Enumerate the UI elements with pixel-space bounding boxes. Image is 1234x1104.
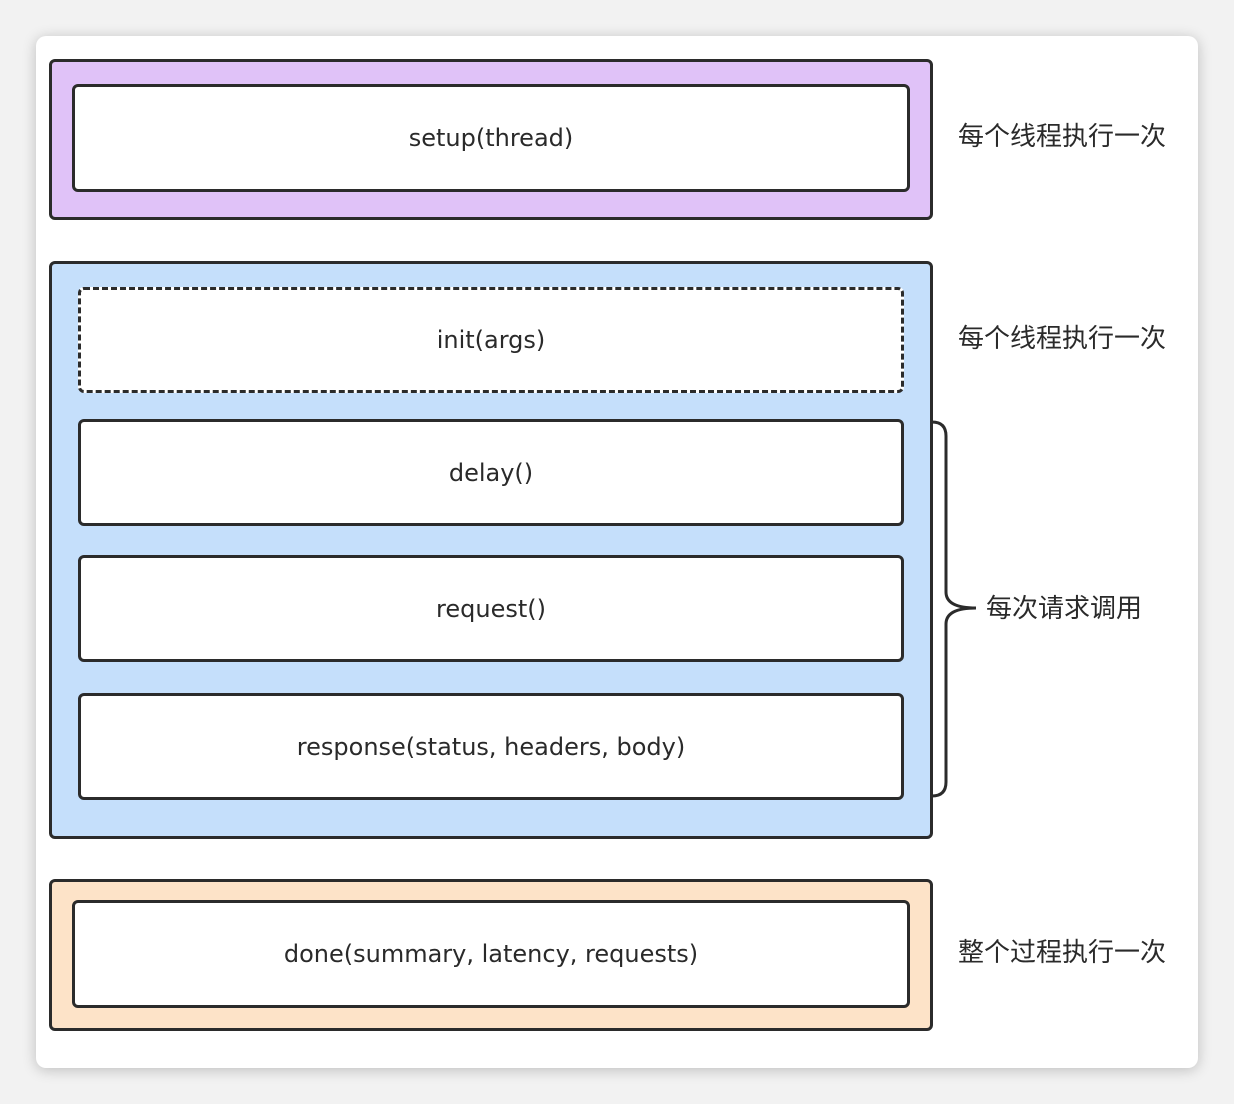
setup-frequency-note: 每个线程执行一次: [958, 122, 1167, 152]
init-frequency-note: 每个线程执行一次: [958, 324, 1167, 354]
done-frequency-note: 整个过程执行一次: [958, 938, 1167, 968]
delay-function-box: delay(): [78, 419, 904, 526]
done-function-box: done(summary, latency, requests): [72, 900, 910, 1008]
init-function-box: init(args): [78, 287, 904, 393]
setup-function-box: setup(thread): [72, 84, 910, 192]
per-request-brace: [931, 420, 977, 798]
diagram-canvas: setup(thread) 每个线程执行一次 init(args) 每个线程执行…: [36, 36, 1198, 1068]
per-request-note: 每次请求调用: [986, 594, 1143, 624]
response-function-box: response(status, headers, body): [78, 693, 904, 800]
request-function-box: request(): [78, 555, 904, 662]
